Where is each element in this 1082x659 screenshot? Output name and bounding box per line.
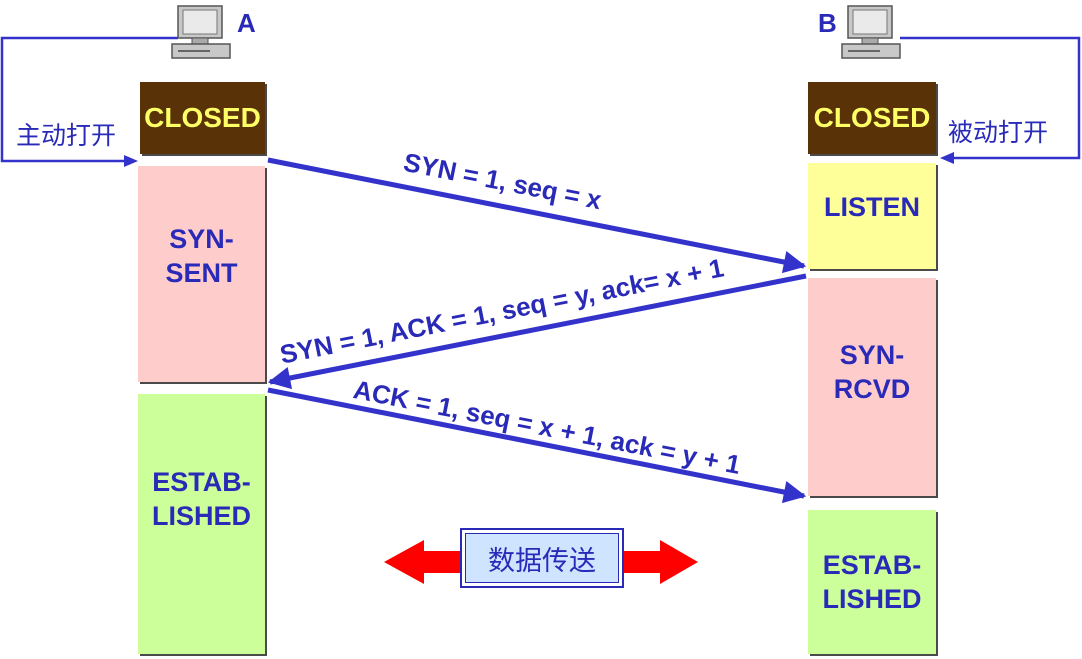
passive-open-label: 被动打开 xyxy=(948,118,1049,147)
b-state-established: ESTAB- LISHED xyxy=(808,510,936,654)
host-a-computer-icon xyxy=(171,5,231,59)
active-open-label: 主动打开 xyxy=(16,121,117,150)
host-a-label: A xyxy=(237,8,256,38)
b-state-syn-rcvd-label: SYN- RCVD xyxy=(833,340,911,404)
data-transfer-box: 数据传送 xyxy=(460,528,624,588)
b-state-syn-rcvd: SYN- RCVD xyxy=(808,278,936,496)
a-state-established-label: ESTAB- LISHED xyxy=(151,467,251,531)
a-state-closed: CLOSED xyxy=(140,82,265,154)
b-state-established-label: ESTAB- LISHED xyxy=(822,550,922,614)
a-state-established: ESTAB- LISHED xyxy=(138,394,265,654)
host-b-label: B xyxy=(818,8,837,38)
a-state-closed-label: CLOSED xyxy=(144,102,261,133)
syn-arrow xyxy=(267,157,807,274)
b-state-listen: LISTEN xyxy=(808,163,936,269)
ack-arrow xyxy=(267,387,807,504)
a-state-syn-sent: SYN- SENT xyxy=(138,166,265,382)
data-transfer-label: 数据传送 xyxy=(465,533,619,583)
b-state-closed-label: CLOSED xyxy=(813,102,931,133)
passive-open-arrowhead xyxy=(940,152,954,164)
b-state-listen-label: LISTEN xyxy=(823,192,920,222)
active-open-loop-arrow xyxy=(0,36,178,163)
passive-open-loop-arrow xyxy=(900,36,1081,160)
a-state-syn-sent-label: SYN- SENT xyxy=(165,224,238,288)
active-open-arrowhead xyxy=(124,155,138,167)
b-state-closed: CLOSED xyxy=(808,82,936,154)
syn-ack-arrow xyxy=(267,273,807,390)
host-b-computer-icon xyxy=(841,5,901,59)
